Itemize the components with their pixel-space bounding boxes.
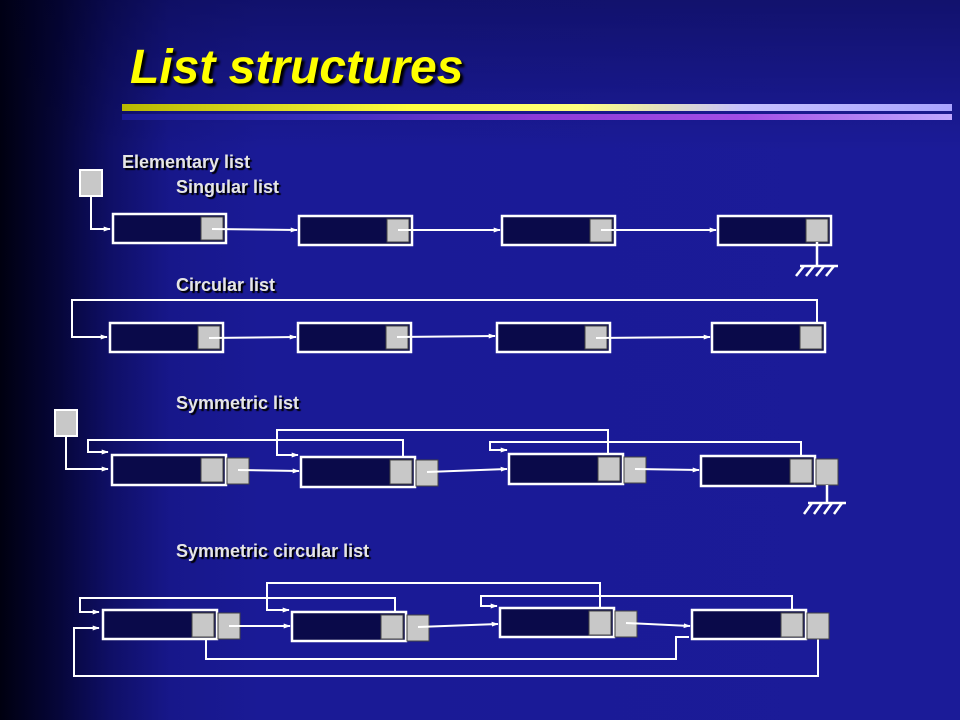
prev-link — [79, 597, 396, 615]
next-link — [208, 334, 297, 340]
next-link — [237, 468, 300, 474]
symmetric-list — [54, 409, 846, 515]
next-link — [634, 467, 700, 473]
symmetric-circular-list — [73, 582, 830, 677]
label-elementary-list: Elementary list — [122, 152, 251, 172]
list-node — [297, 214, 414, 247]
circular-list — [71, 299, 827, 354]
head-pointer — [79, 169, 103, 197]
next-link — [396, 333, 496, 339]
list-node — [299, 455, 439, 489]
list-node — [110, 453, 250, 487]
prev-link — [480, 595, 793, 612]
list-node — [690, 608, 830, 641]
title-rule-yellow — [122, 104, 952, 111]
ground-icon — [795, 242, 838, 277]
list-node — [290, 610, 430, 643]
list-node — [500, 214, 617, 247]
title-rule-purple — [122, 114, 952, 120]
list-node — [507, 452, 647, 486]
prev-link — [276, 429, 609, 460]
label-circular-list: Circular list — [176, 275, 276, 295]
list-node — [716, 214, 833, 247]
list-node — [699, 454, 839, 488]
head-link — [90, 196, 111, 232]
bottom-link — [205, 636, 689, 660]
prev-link — [87, 439, 404, 460]
next-link — [211, 227, 298, 233]
next-link — [417, 621, 499, 628]
prev-link — [266, 582, 601, 613]
label-symmetric-list: Symmetric list — [176, 393, 300, 413]
singular-list — [79, 169, 838, 277]
list-node — [108, 321, 225, 354]
ground-icon — [802, 485, 846, 515]
list-node — [495, 321, 612, 354]
next-link — [595, 334, 711, 340]
list-node — [111, 212, 228, 245]
label-symmetric-circular-list: Symmetric circular list — [176, 541, 370, 561]
circular-back-link — [71, 299, 818, 340]
circular-link — [73, 625, 819, 677]
head-link — [65, 436, 109, 472]
head-pointer — [54, 409, 78, 437]
list-node — [101, 608, 241, 641]
list-node — [498, 606, 638, 639]
list-node — [710, 321, 827, 354]
label-singular-list: Singular list — [176, 177, 280, 197]
next-link — [426, 466, 508, 473]
prev-link — [489, 441, 802, 460]
next-link — [625, 622, 691, 629]
page-title: List structures — [130, 41, 464, 94]
background-shade — [0, 0, 960, 150]
list-node — [296, 321, 413, 354]
